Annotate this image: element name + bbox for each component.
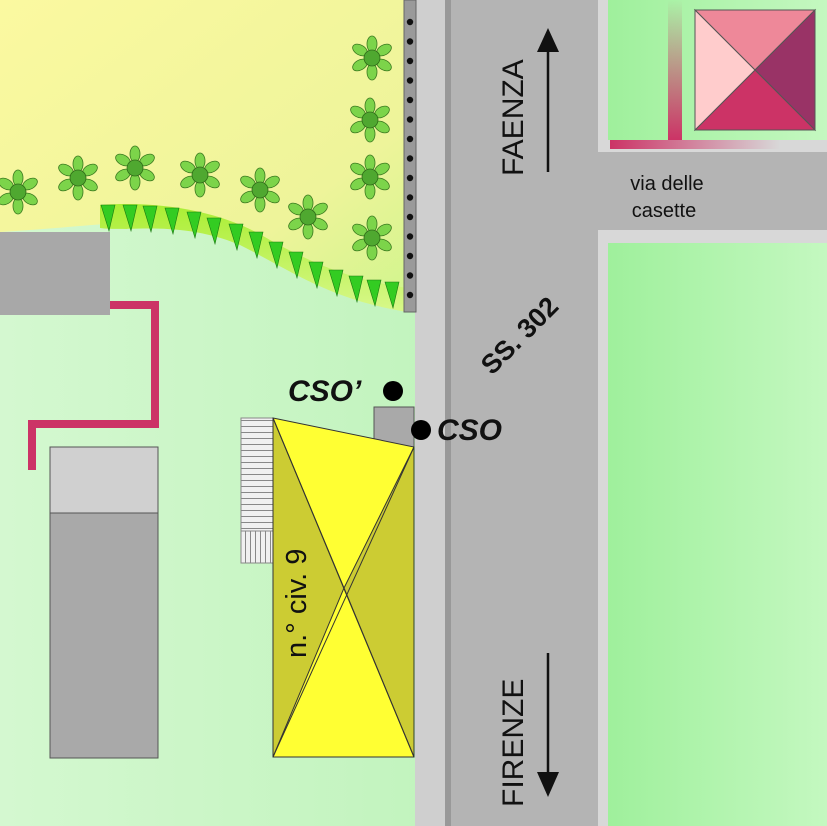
fence-post [406, 135, 414, 143]
fence-post [406, 57, 414, 65]
fence-post [406, 213, 414, 221]
road-curb-line [445, 0, 451, 826]
label-firenze: FIRENZE [497, 679, 530, 807]
fence-post [406, 38, 414, 45]
stairs-north [240, 417, 274, 532]
arrow-down-icon [537, 653, 559, 797]
label-side-street-line2: casette [632, 200, 696, 222]
label-building-number: n.° civ. 9 [281, 549, 313, 658]
fence-post [406, 116, 414, 123]
fence-post [406, 174, 414, 182]
sidewalk [415, 0, 445, 826]
side-street [598, 152, 827, 230]
side-street-curb-south [598, 230, 827, 243]
garage [49, 512, 159, 759]
fence-post [406, 77, 414, 84]
fence-posts [406, 18, 414, 299]
fence-post [406, 194, 414, 201]
point-marker-icon [411, 420, 431, 440]
fence-post [406, 233, 414, 240]
stairs-south [240, 530, 274, 564]
label-side-street-line1: via delle [630, 173, 703, 195]
fence-post [406, 252, 414, 260]
garage-roof [49, 446, 159, 514]
east-curb-north [598, 0, 608, 140]
label-faenza: FAENZA [497, 59, 530, 176]
fence-post [406, 18, 414, 26]
building-civ-9 [272, 417, 415, 758]
arrow-up-icon [537, 28, 559, 172]
east-block-south [608, 243, 827, 826]
property-boundary [28, 301, 159, 470]
label-cso: CSO [437, 414, 502, 447]
fence-post [406, 291, 414, 299]
building-northeast [610, 0, 817, 149]
label-cso-prime: CSO’ [288, 375, 362, 408]
fence-post [406, 96, 414, 104]
point-marker-icon [383, 381, 403, 401]
west-lot [0, 232, 110, 315]
east-curb-south [598, 243, 608, 826]
hedge-band [100, 204, 408, 312]
fence-post [406, 272, 414, 279]
fence-post [406, 155, 414, 162]
